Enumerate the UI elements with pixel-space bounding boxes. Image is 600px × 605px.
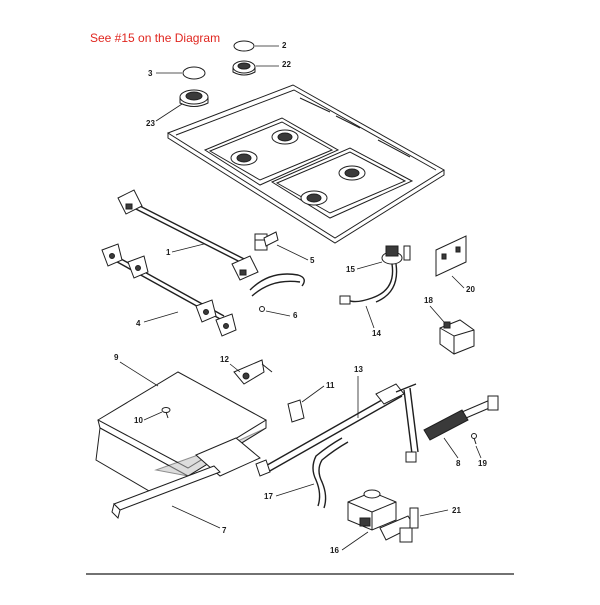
callout-5: 5	[310, 256, 315, 265]
screw	[471, 433, 477, 445]
callout-18: 18	[424, 296, 433, 305]
callout-20: 20	[466, 285, 475, 294]
igniter-assembly	[339, 245, 411, 305]
manifold-pipe	[255, 383, 419, 477]
burner-head-large	[179, 89, 209, 107]
callout-6: 6	[293, 311, 298, 320]
gas-valve-assembly	[347, 489, 419, 543]
callouts: 2 3 22 23 1 5 15 20 4 6 14 18 9	[114, 41, 487, 555]
burner-back-left	[271, 129, 299, 145]
bracket-small	[287, 399, 305, 423]
callout-15: 15	[346, 265, 355, 274]
diagram-caption: See #15 on the Diagram	[90, 31, 221, 45]
callout-14: 14	[372, 329, 381, 338]
callout-3: 3	[148, 69, 153, 78]
callout-2: 2	[282, 41, 287, 50]
callout-23: 23	[146, 119, 155, 128]
spark-module	[439, 319, 475, 355]
callout-10: 10	[134, 416, 143, 425]
callout-13: 13	[354, 365, 363, 374]
gas-tube-s	[312, 437, 349, 509]
burner-front-right	[300, 190, 328, 206]
burner-back-right	[338, 165, 366, 181]
burner-rail-lower	[101, 243, 237, 337]
burner-cap-small	[233, 40, 255, 52]
callout-11: 11	[326, 381, 335, 390]
orifice-fitting	[254, 231, 279, 251]
mounting-bracket	[435, 235, 467, 277]
burner-box-tray	[95, 371, 267, 496]
burner-cap-large	[182, 66, 206, 80]
callout-4: 4	[136, 319, 141, 328]
callout-8: 8	[456, 459, 461, 468]
callout-1: 1	[166, 248, 171, 257]
callout-22: 22	[282, 60, 291, 69]
callout-12: 12	[220, 355, 229, 364]
callout-21: 21	[452, 506, 461, 515]
callout-7: 7	[222, 526, 227, 535]
burner-rail	[117, 189, 259, 281]
cooktop-panel	[166, 84, 445, 244]
valve-clip	[233, 359, 273, 385]
callout-16: 16	[330, 546, 339, 555]
callout-9: 9	[114, 353, 119, 362]
valve-shaft	[423, 395, 499, 441]
callout-19: 19	[478, 459, 487, 468]
burner-head-small	[232, 60, 256, 76]
gas-tube	[249, 273, 305, 312]
support-bracket	[111, 465, 221, 519]
callout-17: 17	[264, 492, 273, 501]
burner-front-left	[230, 150, 258, 166]
